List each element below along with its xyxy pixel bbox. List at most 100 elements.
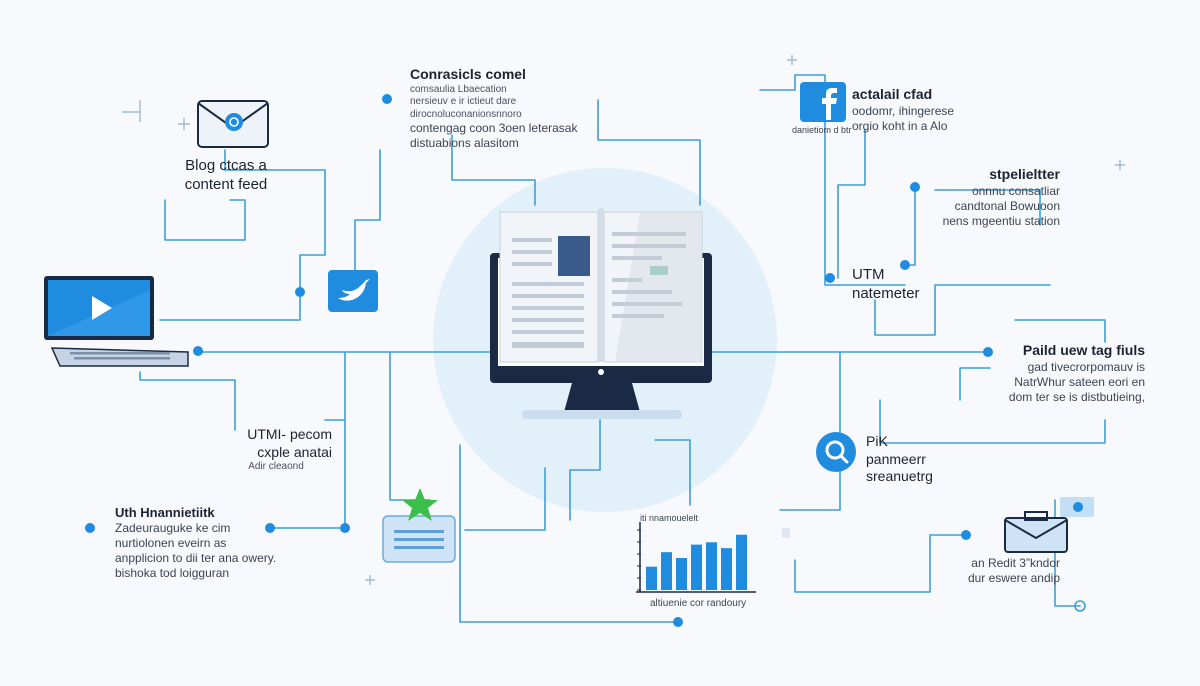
- label-spelletter-line: onnnu consatliar: [971, 183, 1060, 198]
- label-spelletter-line: candtonal Bowuoon: [954, 198, 1060, 213]
- node-bottom: [673, 617, 683, 627]
- wire-search: [879, 399, 1106, 444]
- node-email-2: [1074, 600, 1086, 612]
- chart-title: iti nnamouelelt: [640, 513, 699, 523]
- label-blog: Blog ctcas a content feed: [176, 157, 276, 195]
- node-blog: [295, 287, 305, 297]
- label-paid-line: gad tivecrorpomauv is: [1027, 359, 1145, 374]
- chart-bar: [721, 548, 732, 590]
- wire-paid: [1014, 319, 1106, 343]
- sparkle-icon: [122, 100, 141, 122]
- wire-blog-2: [164, 199, 246, 241]
- node-contacts: [382, 94, 392, 104]
- wire-top-contacts: [451, 134, 536, 206]
- wire-bottom-center: [459, 444, 679, 623]
- wire-center-down: [569, 419, 601, 521]
- sparkle-icon: [178, 118, 190, 130]
- label-pik-title: PiK panmeerr sreanuetrg: [866, 433, 933, 484]
- label-contacts-line: dirocnoluconanionsnnoro: [410, 108, 522, 120]
- facebook-icon: [800, 82, 846, 122]
- label-uth-line: Zadeurauguke ke cim: [115, 521, 231, 536]
- sparkle-icon: [787, 55, 797, 65]
- node-laptop: [193, 346, 203, 356]
- label-facebook: actalail cfad oodomr, ihingerese orgio k…: [852, 86, 954, 134]
- label-spelletter: stpelieltter onnnu consatliar candtonal …: [920, 166, 1060, 229]
- wire-chart: [654, 439, 691, 506]
- wire-mid-left: [389, 351, 431, 501]
- wire-utm-people-2: [324, 351, 346, 421]
- sparkle-icon: [365, 575, 375, 585]
- label-contacts-line: distuabions alasitom: [410, 136, 519, 150]
- wire-spel-2: [934, 189, 1041, 226]
- wire-email: [794, 534, 966, 593]
- label-utm-param: UTM natemeter: [852, 266, 920, 304]
- chart-bar: [736, 534, 747, 590]
- wire-utm-people: [139, 371, 236, 431]
- label-utm-param-title: UTM natemeter: [852, 266, 920, 302]
- label-utm-people-caption: Adir cleaond: [248, 461, 304, 472]
- label-uth-line: nurtiolonen eveirn as: [115, 536, 227, 551]
- label-uth-line: anpplicion to dii ter ana owery.: [115, 551, 277, 566]
- node-utm: [900, 260, 910, 270]
- label-spelletter-line: nens mgeentiu station: [942, 213, 1060, 228]
- open-book-icon: [499, 207, 703, 363]
- node-spel: [910, 182, 920, 192]
- node-mid: [340, 523, 350, 533]
- label-contacts: Conrasicls comel comsaulia Lbaecation ne…: [410, 66, 577, 151]
- wire-utm: [874, 284, 1051, 336]
- sparkle-icon: [1115, 160, 1125, 170]
- node-uth-left: [85, 523, 95, 533]
- label-uth-line: bishoka tod loigguran: [115, 566, 230, 581]
- label-paid-title: Paild uew tag fiuls: [1022, 342, 1145, 358]
- briefcase-icon: [1004, 497, 1094, 553]
- label-contacts-line: comsaulia Lbaecation: [410, 83, 507, 95]
- chart-caption: altiuenie cor randoury: [650, 598, 747, 609]
- label-pik: PiK panmeerr sreanuetrg: [866, 433, 933, 486]
- wire-spel: [904, 186, 916, 266]
- search-icon: [816, 432, 856, 472]
- label-email-line: an Redit 3”kndor: [971, 556, 1060, 570]
- chart-bar: [676, 558, 687, 590]
- chart-bar: [661, 552, 672, 590]
- wire-paid-2: [959, 367, 991, 401]
- label-spelletter-title: stpelieltter: [989, 166, 1060, 182]
- twitter-bird-icon: [328, 270, 378, 312]
- bar-chart: [636, 522, 790, 593]
- wire-right-low: [779, 351, 841, 511]
- wire-top-right: [759, 74, 906, 286]
- label-paid-line: dom ter se is distbutieing,: [1008, 389, 1145, 404]
- wire-top-center: [597, 99, 701, 206]
- node-email: [961, 530, 971, 540]
- label-contacts-line: nersieuv e ir ictieut dare: [410, 96, 517, 107]
- wire-laptop: [159, 291, 301, 321]
- node-paid: [983, 347, 993, 357]
- wire-twitter: [354, 149, 381, 276]
- wire-blog: [224, 149, 326, 293]
- label-contacts-line: contengag coon 3oen leterasak: [410, 121, 578, 135]
- node-utm-2: [825, 273, 835, 283]
- label-uth-title: Uth Hnannietiitk: [115, 505, 215, 520]
- wire-star: [464, 467, 546, 531]
- chart-bar: [706, 542, 717, 590]
- label-paid-line: NatrWhur sateen eori en: [1014, 374, 1145, 389]
- label-facebook-caption: danietiom d btr: [792, 125, 852, 135]
- label-facebook-title: actalail cfad: [852, 86, 933, 102]
- label-paid: Paild uew tag fiuls gad tivecrorpomauv i…: [990, 342, 1145, 405]
- star-icon: [382, 488, 456, 563]
- node-uth: [265, 523, 275, 533]
- chart-bar: [646, 566, 657, 590]
- label-uth: Uth Hnannietiitk Zadeurauguke ke cim nur…: [115, 505, 276, 581]
- label-utm-people: UTMI- pecom cxple anatai Adir cleaond: [220, 426, 332, 474]
- label-utm-people-title: UTMI- pecom cxple anatai: [247, 426, 332, 460]
- label-blog-title: Blog ctcas a content feed: [184, 157, 268, 193]
- play-icon: [44, 276, 189, 367]
- label-facebook-line: orgio koht in a Alo: [852, 118, 948, 133]
- chart-bar: [691, 544, 702, 590]
- label-email-line: dur eswere andip: [967, 571, 1060, 585]
- label-facebook-line: oodomr, ihingerese: [852, 103, 955, 118]
- label-email: an Redit 3”kndor dur eswere andip: [960, 556, 1060, 586]
- envelope-icon: [197, 100, 269, 148]
- wire-fb-down: [837, 129, 866, 279]
- label-contacts-title: Conrasicls comel: [410, 66, 526, 82]
